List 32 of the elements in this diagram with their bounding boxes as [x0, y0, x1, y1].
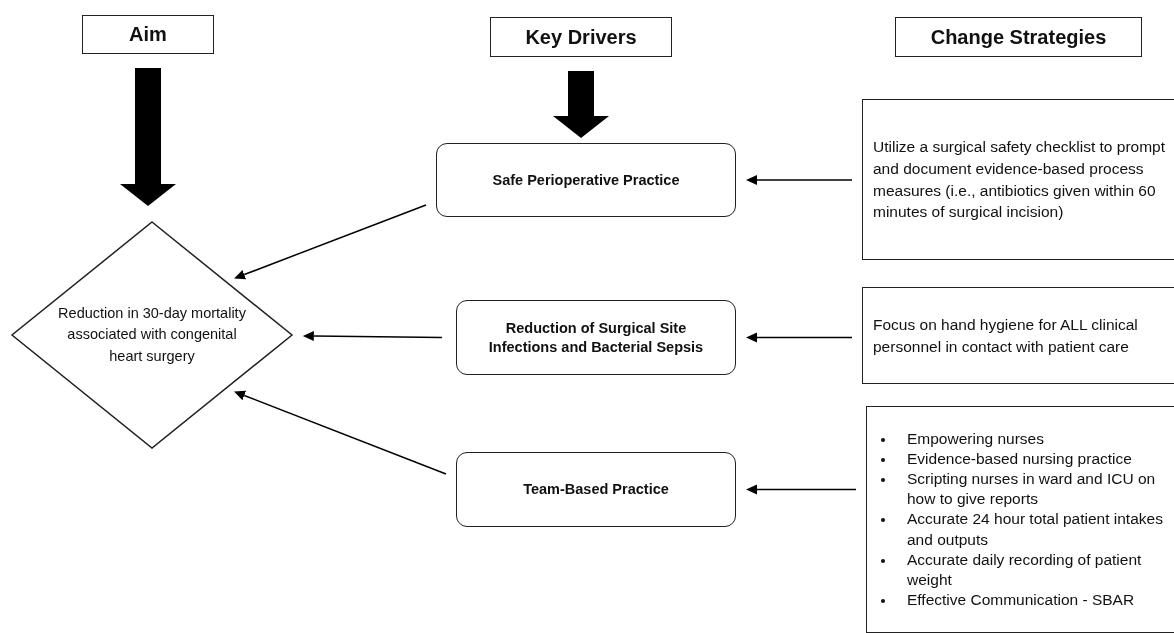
bullet-item: Empowering nurses [907, 429, 1044, 447]
header-box [895, 17, 1142, 57]
process-box [456, 452, 736, 527]
node-text: Utilize a surgical safety checklist to prompt and document evidence-based process measures (i.e., antibiotics given within 60 minutes of surgical incision) [873, 137, 1167, 223]
node-text: Aim [129, 23, 167, 46]
header-box [82, 15, 214, 54]
arrow [746, 332, 853, 343]
node-text: Safe Perioperative Practice [492, 170, 680, 190]
header-box [490, 17, 672, 57]
node-text: Reduction in 30-day mortality associated with congenital heart surgery [57, 304, 247, 366]
bullet-item: Evidence-based nursing practice [907, 450, 1132, 467]
node-text: Focus on hand hygiene for ALL clinical personnel in contact with patient care [873, 314, 1139, 357]
strategy-box [862, 99, 1174, 260]
arrow [746, 484, 857, 495]
node-text: Team-Based Practice [523, 480, 669, 499]
process-box [456, 300, 736, 375]
strategy-box [862, 287, 1174, 384]
block-arrow [120, 68, 176, 206]
bullet-item: Effective Communication - SBAR [907, 591, 1135, 608]
process-box [436, 143, 736, 217]
strategy-box [866, 406, 1174, 633]
bullet-item: Scripting nurses in ward and ICU on how to give reports [907, 470, 1156, 508]
node-text: Key Drivers [525, 25, 637, 49]
arrow [746, 175, 853, 185]
node-text: Reduction of Surgical Site Infections and Bacterial Sepsis [487, 318, 705, 357]
arrow [302, 331, 443, 342]
bullet-item: Accurate 24 hour total patient intakes and outputs [907, 510, 1163, 548]
bullet-item: Accurate daily recording of patient weight [907, 550, 1142, 588]
arrow [234, 204, 427, 280]
node-text: Change Strategies [930, 25, 1107, 49]
block-arrow [553, 71, 609, 138]
arrow [234, 390, 447, 475]
